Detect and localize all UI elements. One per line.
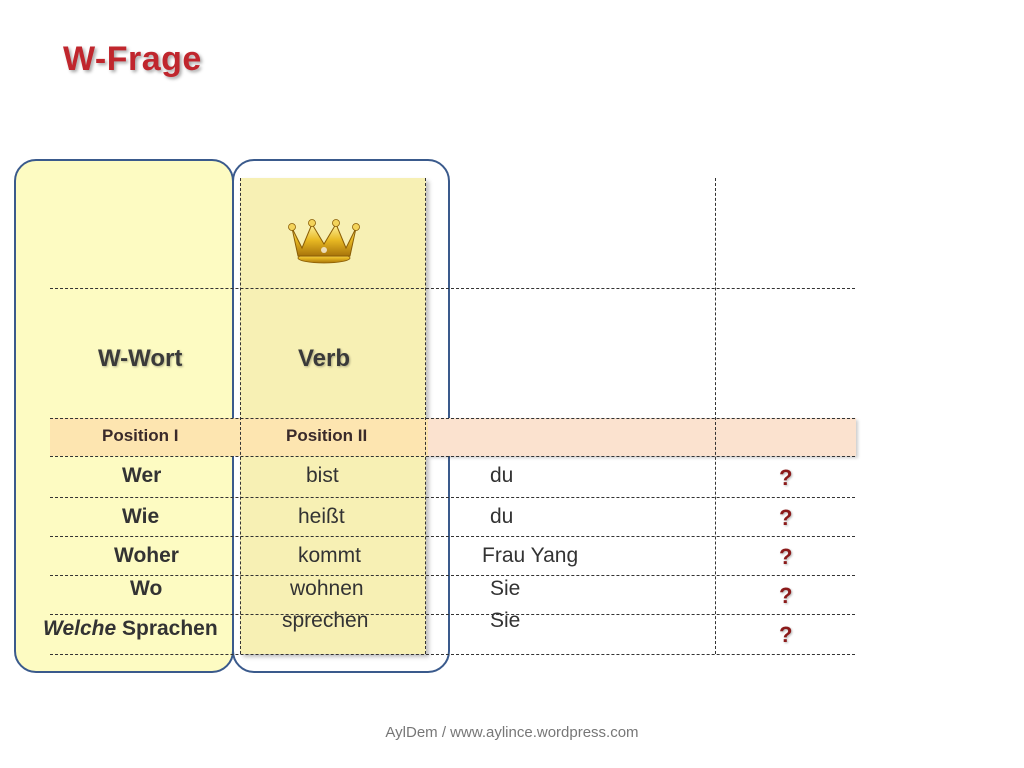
w-wort-cell: Wo — [130, 577, 163, 600]
grid-line — [50, 456, 855, 457]
subject-cell: du — [490, 505, 514, 528]
subject-cell: Sie — [490, 609, 521, 632]
w-wort-emphasis: Welche — [43, 617, 117, 640]
w-wort-rest: Sprachen — [116, 617, 218, 640]
grid-line — [50, 536, 855, 537]
grid-line — [50, 575, 855, 576]
header-w-wort: W-Wort — [98, 345, 183, 372]
w-wort-cell: Woher — [114, 544, 179, 567]
question-mark: ? — [779, 465, 793, 490]
w-wort-cell: Wie — [122, 505, 160, 528]
crown-icon — [288, 219, 360, 264]
verb-cell: heißt — [298, 505, 345, 528]
grid-line — [715, 178, 716, 654]
grid-line — [50, 497, 855, 498]
position-2-label: Position II — [286, 426, 368, 445]
question-mark: ? — [779, 505, 793, 530]
grid-line — [50, 288, 855, 289]
grid-line — [50, 654, 855, 655]
subject-cell: Sie — [490, 577, 521, 600]
verb-cell: sprechen — [282, 609, 369, 632]
grid-line — [50, 418, 855, 419]
verb-cell: kommt — [298, 544, 361, 567]
grid-line — [240, 178, 241, 654]
w-wort-cell: Wer — [122, 464, 162, 487]
slide-title: W-Frage — [63, 40, 202, 78]
footer-credit: AylDem / www.aylince.wordpress.com — [385, 724, 639, 741]
grid-line — [425, 178, 426, 654]
question-mark: ? — [779, 622, 793, 647]
w-wort-column-frame — [14, 159, 234, 673]
subject-cell: du — [490, 464, 514, 487]
question-mark: ? — [779, 583, 793, 608]
subject-cell: Frau Yang — [482, 544, 579, 567]
position-band — [50, 418, 856, 456]
verb-cell: wohnen — [290, 577, 364, 600]
grid-line — [50, 614, 855, 615]
verb-column-frame — [232, 159, 450, 673]
question-mark: ? — [779, 544, 793, 569]
header-verb: Verb — [298, 345, 351, 372]
verb-cell: bist — [306, 464, 339, 487]
w-wort-cell: Welche Sprachen — [43, 617, 218, 641]
position-1-label: Position I — [102, 426, 179, 445]
